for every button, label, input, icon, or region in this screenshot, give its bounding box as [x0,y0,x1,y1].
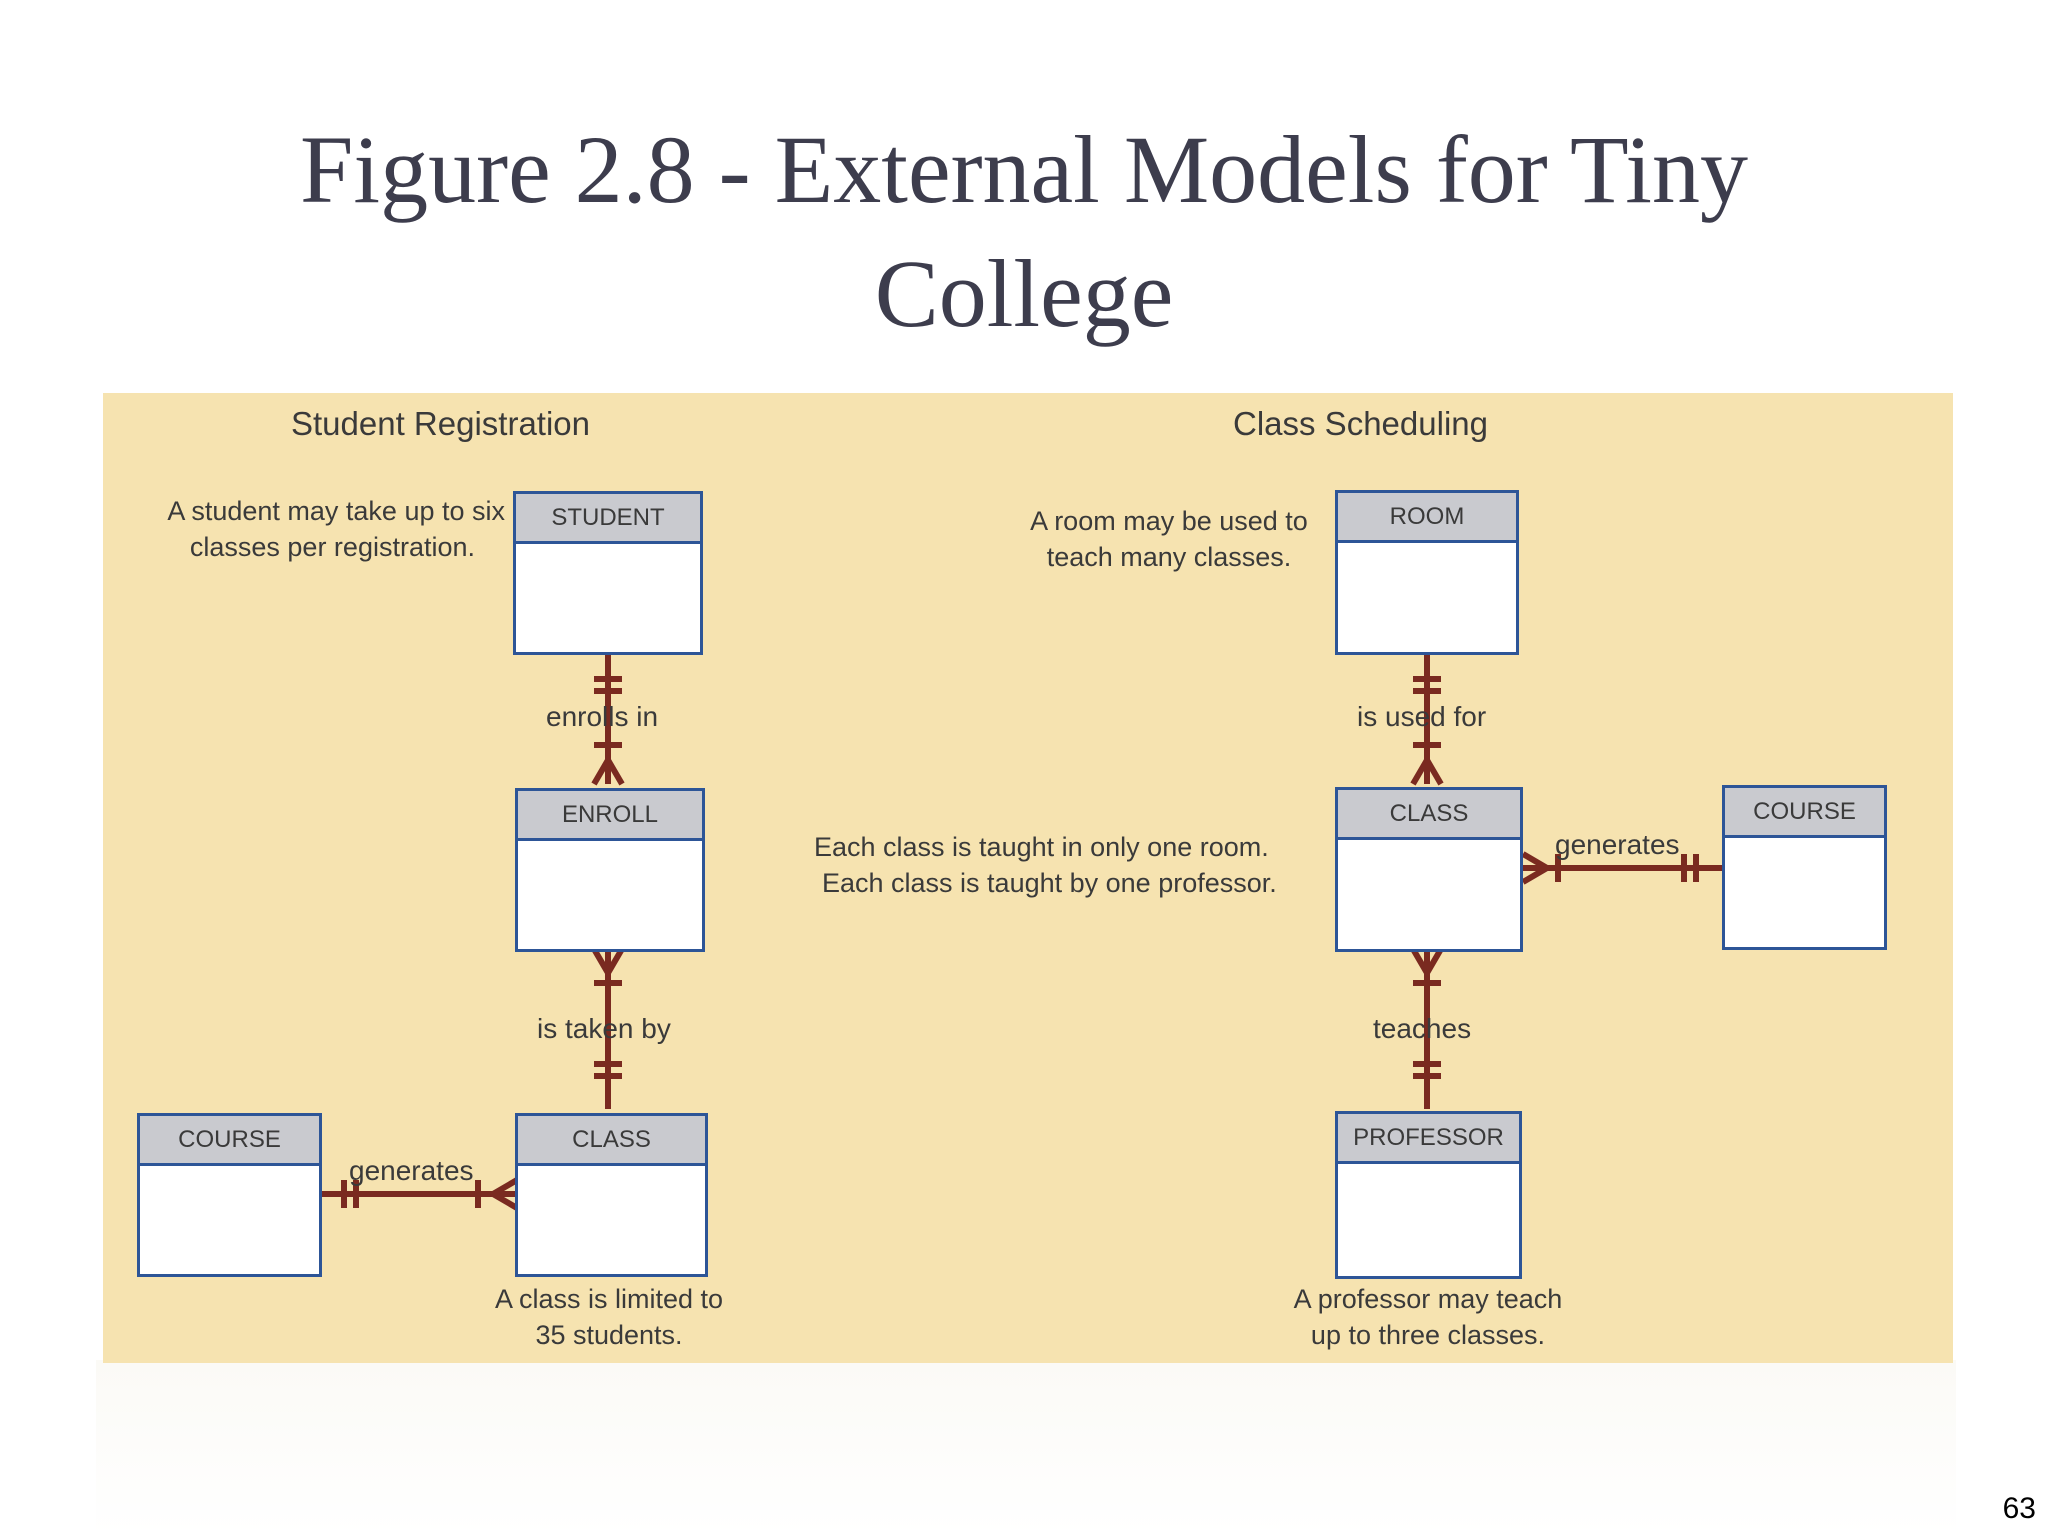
slide-title-line-1: Figure 2.8 - External Models for Tiny [300,116,1748,223]
entity-professor-header: PROFESSOR [1338,1114,1519,1164]
entity-course-right-header: COURSE [1725,788,1884,838]
relationship-label-enrolls-in: enrolls in [546,701,659,732]
relationship-label-generates-left: generates [349,1155,474,1186]
class-scheduling-heading: Class Scheduling [1233,405,1488,442]
slide-title-line-2: College [874,240,1174,347]
slide-title: Figure 2.8 - External Models for Tiny Co… [0,108,2048,356]
professor-note-line-2: up to three classes. [1310,1320,1546,1350]
relationship-line-course-class-left [322,1177,519,1211]
entity-course-left[interactable]: COURSE [137,1113,322,1277]
professor-note: A professor may teach up to three classe… [1263,1281,1593,1353]
professor-note-line-1: A professor may teach [1293,1284,1563,1314]
class-limit-note-line-1: A class is limited to [494,1284,724,1314]
entity-enroll-header: ENROLL [518,791,702,841]
relationship-line-student-enroll [591,651,625,786]
student-registration-heading: Student Registration [291,405,591,442]
room-note-line-2: teach many classes. [1046,542,1292,572]
entity-professor[interactable]: PROFESSOR [1335,1111,1522,1279]
entity-course-right[interactable]: COURSE [1722,785,1887,950]
student-note-line-1: A student may take up to six [167,496,505,526]
relationship-line-class-course-right [1521,851,1722,885]
diagram-panel: Student Registration A student may take … [103,393,1953,1363]
relationship-line-room-class [1410,651,1444,786]
entity-course-left-header: COURSE [140,1116,319,1166]
relationship-label-is-used-for: is used for [1357,701,1487,732]
relationship-label-is-taken-by: is taken by [537,1013,671,1044]
entity-class-right[interactable]: CLASS [1335,787,1523,952]
room-note: A room may be used to teach many classes… [999,503,1339,575]
entity-enroll[interactable]: ENROLL [515,788,705,952]
slide-bottom-shade [96,1360,1956,1536]
entity-class-left[interactable]: CLASS [515,1113,708,1277]
class-scheduling-note-line-1: Each class is taught in only one room. [814,832,1269,862]
relationship-label-teaches: teaches [1373,1013,1472,1044]
class-scheduling-note-line-2: Each class is taught by one professor. [822,868,1277,898]
entity-student[interactable]: STUDENT [513,491,703,655]
relationship-label-generates-right: generates [1555,829,1680,860]
page-number: 63 [2002,1492,2036,1525]
student-note: A student may take up to six classes per… [103,493,505,565]
student-note-line-2: classes per registration. [189,532,475,562]
entity-student-header: STUDENT [516,494,700,544]
entity-class-right-header: CLASS [1338,790,1520,840]
relationship-line-enroll-class [591,947,625,1109]
class-scheduling-note: Each class is taught in only one room. E… [814,829,1334,901]
entity-class-left-header: CLASS [518,1116,705,1166]
relationship-line-class-professor [1410,947,1444,1109]
class-limit-note: A class is limited to 35 students. [459,1281,759,1353]
relationship-lines [322,651,1722,1211]
entity-room[interactable]: ROOM [1335,490,1519,655]
class-limit-note-line-2: 35 students. [535,1320,683,1350]
room-note-line-1: A room may be used to [1030,506,1308,536]
entity-room-header: ROOM [1338,493,1516,543]
